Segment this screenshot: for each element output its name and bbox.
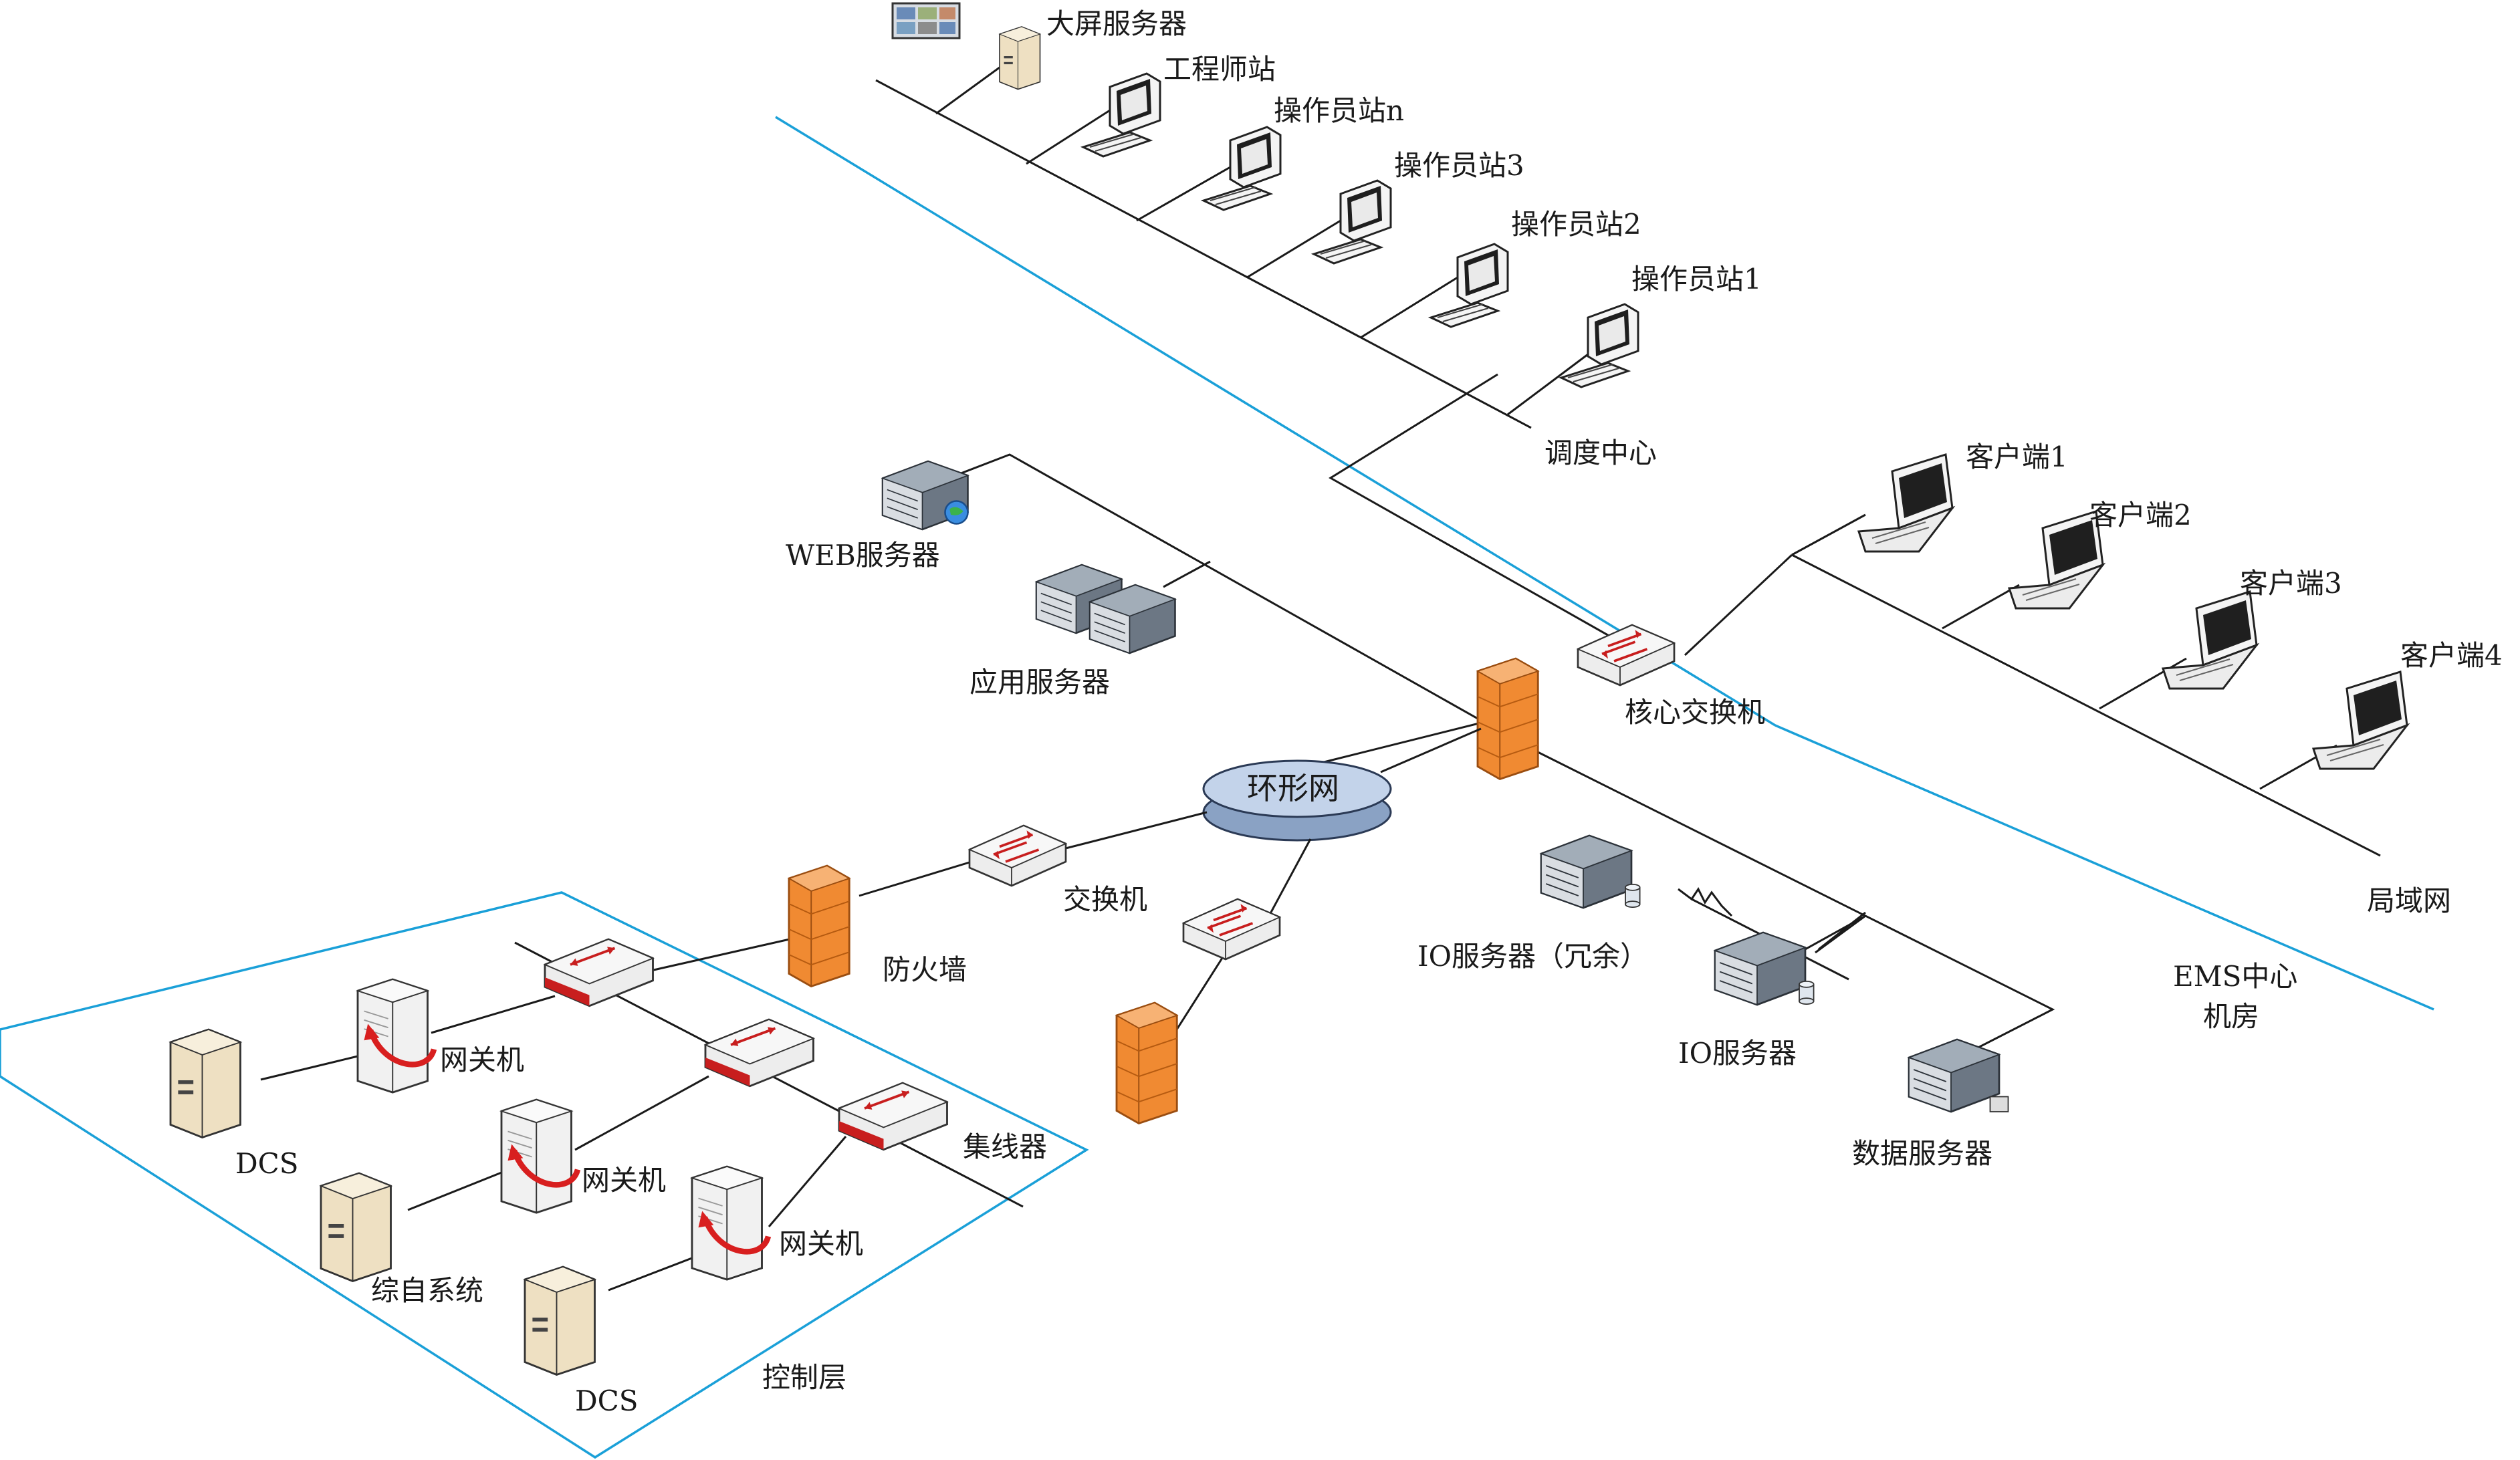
control-layer-label: 控制层 [762,1361,846,1394]
gateway-3-icon[interactable] [692,1167,768,1280]
data-server-label: 数据服务器 [1852,1137,1992,1170]
hub-label: 集线器 [963,1130,1047,1163]
client-1-label: 客户端1 [1966,441,2068,473]
gateway-2-icon[interactable] [501,1100,578,1213]
switch-icon[interactable] [968,824,1067,887]
operator-station-1-label: 操作员站1 [1631,263,1762,295]
engineer-station-icon[interactable] [1082,72,1161,158]
client-2-label: 客户端2 [2089,499,2192,531]
web-server-label: WEB服务器 [786,539,940,572]
ems-room-label-line2: 机房 [2203,1000,2259,1033]
app-server-label: 应用服务器 [969,666,1110,699]
client-4-label: 客户端4 [2400,639,2503,672]
core-firewall-icon[interactable] [1476,657,1539,780]
integrated-system-label: 综自系统 [371,1274,483,1307]
lan-label: 局域网 [2367,884,2451,917]
ems-room-label-line1: EMS中心 [2173,960,2297,993]
io-server-label: IO服务器 [1678,1037,1797,1070]
app-server-icon[interactable] [1035,564,1176,654]
ems-zone-border [1774,724,2434,1011]
operator-station-2-icon[interactable] [1429,243,1509,328]
ring-network-icon[interactable] [1202,759,1392,842]
operator-station-3-icon[interactable] [1312,179,1392,265]
core-switch-icon[interactable] [1577,624,1676,687]
client-2-icon[interactable] [2008,510,2104,610]
lan-bus [1684,513,2381,857]
dcs-1-label: DCS [235,1147,299,1180]
ring-network-label: 环形网 [1247,770,1339,806]
io-server-redundant-icon[interactable] [1540,834,1641,909]
gateway-1-icon[interactable] [358,979,434,1092]
dcs-2-icon[interactable] [524,1265,596,1376]
big-screen-server-tower-icon[interactable] [999,26,1041,90]
integrated-system-icon[interactable] [320,1172,392,1282]
client-3-icon[interactable] [2162,590,2258,690]
operator-station-1-icon[interactable] [1560,303,1639,388]
dcs-2-label: DCS [575,1384,639,1417]
gateway-1-label: 网关机 [440,1044,524,1076]
redundancy-link [1678,887,1733,917]
operator-station-n-label: 操作员站n [1274,94,1404,127]
operator-station-2-label: 操作员站2 [1511,208,1641,241]
big-screen-server-label: 大屏服务器 [1046,7,1187,40]
client-4-icon[interactable] [2312,671,2408,770]
lower-switch-icon[interactable] [1182,898,1281,961]
gateway-3-label: 网关机 [779,1227,863,1260]
hub-mid-icon[interactable] [704,1018,815,1088]
dispatch-center-label: 调度中心 [1544,437,1657,469]
hub-top-icon[interactable] [544,938,655,1007]
dispatch-bus [875,59,1632,650]
gateway-2-label: 网关机 [582,1164,666,1197]
core-switch-label: 核心交换机 [1625,696,1765,729]
dispatch-zone-border [775,116,1776,727]
big-screen-server-icon[interactable] [891,2,961,39]
dcs-1-icon[interactable] [169,1028,241,1138]
client-3-label: 客户端3 [2240,567,2342,600]
operator-station-3-label: 操作员站3 [1394,149,1524,182]
web-server-icon[interactable] [881,460,969,531]
operator-station-n-icon[interactable] [1202,126,1282,211]
switch-label: 交换机 [1063,883,1147,916]
io-server-redundant-label: IO服务器（冗余） [1417,940,1648,973]
firewall-icon[interactable] [788,864,850,987]
engineer-station-label: 工程师站 [1163,53,1276,86]
data-server-icon[interactable] [1908,1038,2009,1113]
client-1-icon[interactable] [1857,453,1954,553]
lower-firewall-icon[interactable] [1115,1001,1178,1124]
control-layer-border [0,891,1089,1459]
firewall-label: 防火墙 [883,953,967,986]
hub-bottom-icon[interactable] [838,1082,949,1151]
io-server-icon[interactable] [1714,931,1815,1006]
